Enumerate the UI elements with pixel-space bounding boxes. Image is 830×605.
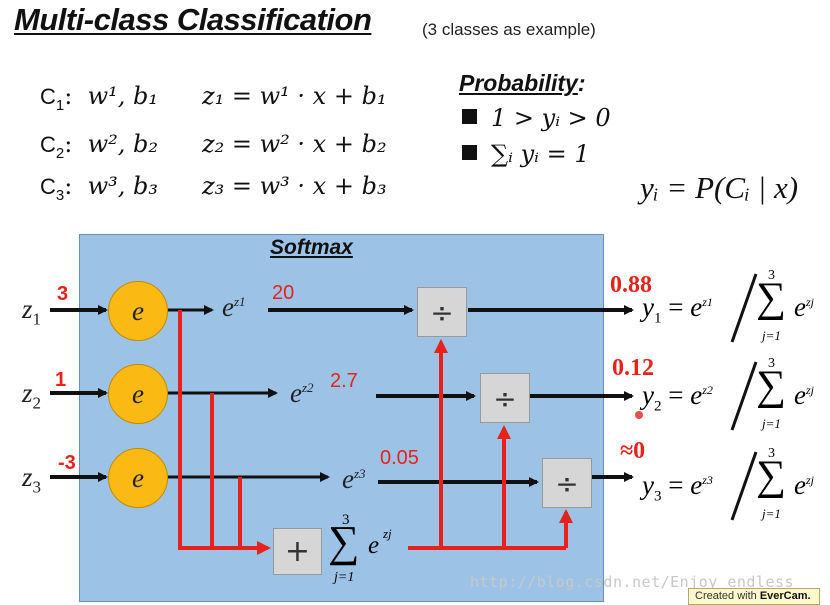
class-eq-3: z₃ = w³ · x + b₃ bbox=[202, 172, 387, 200]
exp-value-2: 2.7 bbox=[330, 370, 358, 392]
sigma-icon: ∑ bbox=[756, 275, 786, 321]
red-branch-1 bbox=[178, 310, 271, 555]
probability-bullet-2: ∑ᵢ yᵢ = 1 bbox=[462, 140, 590, 168]
class-params-1: w¹, b₁ bbox=[87, 82, 158, 110]
input-z-3: z3 bbox=[22, 462, 42, 497]
exp-node-3: e bbox=[108, 448, 168, 508]
class-def-1: C1: w¹, b₁ z₁ = w¹ · x + b₁ bbox=[40, 82, 387, 114]
cursor-dot-icon bbox=[635, 411, 643, 419]
class-params-3: w³, b₃ bbox=[87, 172, 158, 200]
divide-box-1: ÷ bbox=[417, 287, 467, 337]
output-value-2: 0.12 bbox=[612, 355, 654, 381]
output-value-1: 0.88 bbox=[610, 272, 652, 298]
exp-label-2: ez2 bbox=[290, 378, 314, 408]
bullet-square-icon bbox=[462, 109, 477, 124]
exp-label-1: ez1 bbox=[222, 292, 246, 322]
exp-label-3: ez3 bbox=[342, 464, 366, 494]
page-title: Multi-class Classification bbox=[14, 2, 372, 37]
input-value-2: 1 bbox=[55, 369, 67, 391]
probability-definition: yᵢ = P(Cᵢ | x) bbox=[640, 170, 799, 205]
class-def-3: C3: w³, b₃ z₃ = w³ · x + b₃ bbox=[40, 172, 387, 204]
watermark: http://blog.csdn.net/Enjoy_endless bbox=[470, 573, 795, 591]
input-value-1: 3 bbox=[57, 283, 69, 305]
evercam-badge: Created with EverCam. bbox=[688, 588, 820, 605]
output-formula-2: y2 = ez2 3 ∑ j=1 ezj bbox=[642, 356, 814, 431]
class-params-2: w², b₂ bbox=[87, 130, 158, 158]
exp-node-2: e bbox=[108, 364, 168, 424]
divide-box-3: ÷ bbox=[542, 458, 592, 508]
fraction-slash-3 bbox=[730, 451, 758, 521]
exp-value-1: 20 bbox=[272, 282, 295, 304]
output-value-3: ≈0 bbox=[620, 438, 646, 464]
page-subtitle: (3 classes as example) bbox=[422, 20, 596, 39]
sum-plus-box: + bbox=[273, 528, 322, 575]
class-def-2: C2: w², b₂ z₂ = w² · x + b₂ bbox=[40, 130, 387, 162]
input-value-3: -3 bbox=[58, 452, 76, 474]
output-formula-1: y1 = ez1 3 ∑ j=1 ezj bbox=[642, 268, 814, 343]
exp-value-3: 0.05 bbox=[380, 447, 419, 469]
sigma-icon: ∑ bbox=[328, 517, 360, 566]
input-z-2: z2 bbox=[22, 378, 42, 413]
bullet-square-icon bbox=[462, 145, 477, 160]
fraction-slash-1 bbox=[730, 273, 758, 343]
sum-expression: 3 ∑ j=1 e zj bbox=[328, 512, 392, 585]
probability-bullet-1: 1 > yᵢ > 0 bbox=[462, 104, 611, 132]
probability-title: Probability: bbox=[459, 70, 586, 96]
output-formula-3: y3 = ez3 3 ∑ j=1 ezj bbox=[642, 446, 814, 521]
softmax-label: Softmax bbox=[270, 236, 353, 259]
input-z-1: z1 bbox=[22, 294, 42, 329]
divide-box-2: ÷ bbox=[480, 373, 530, 423]
sigma-icon: ∑ bbox=[756, 453, 786, 499]
fraction-slash-2 bbox=[730, 361, 758, 431]
sigma-icon: ∑ bbox=[756, 363, 786, 409]
class-eq-2: z₂ = w² · x + b₂ bbox=[202, 130, 387, 158]
exp-node-1: e bbox=[108, 281, 168, 341]
class-eq-1: z₁ = w¹ · x + b₁ bbox=[202, 82, 387, 110]
